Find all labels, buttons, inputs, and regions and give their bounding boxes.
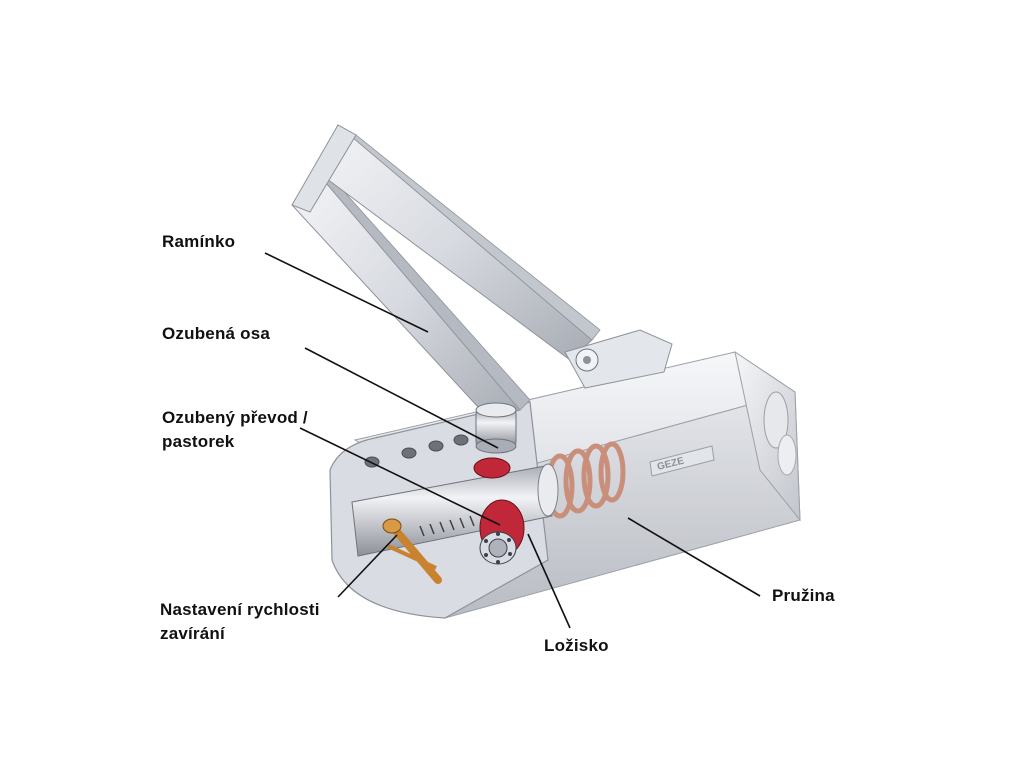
label-pruzina-text: Pružina <box>772 586 835 605</box>
toothed-shaft <box>475 402 517 454</box>
label-pruzina: Pružina <box>772 584 835 608</box>
label-lozisko: Ložisko <box>544 634 609 658</box>
label-ramin: Ramínko <box>162 230 235 254</box>
speed-adjustment-valve <box>382 518 442 584</box>
brand-plate: GEZE <box>649 445 715 477</box>
label-nastaveni-rychlosti-line2: zavírání <box>160 624 225 643</box>
label-ozubeny-prevod-line2: pastorek <box>162 432 235 451</box>
label-lozisko-text: Ložisko <box>544 636 609 655</box>
label-ozubeny-prevod: Ozubený převod / pastorek <box>162 406 308 454</box>
arm-assembly <box>291 124 673 454</box>
label-ozubeny-prevod-line1: Ozubený převod / <box>162 408 308 427</box>
rack-teeth <box>419 515 475 537</box>
label-nastaveni-rychlosti-line1: Nastavení rychlosti <box>160 600 320 619</box>
leader-lines <box>264 252 761 629</box>
leader-prevod <box>299 427 501 526</box>
leader-ramin <box>264 252 429 333</box>
label-ramin-text: Ramínko <box>162 232 236 251</box>
internal-mechanism <box>351 441 626 584</box>
label-nastaveni-rychlosti: Nastavení rychlosti zavírání <box>160 598 320 646</box>
spring-retainer <box>537 463 559 517</box>
label-ozubena-osa-text: Ozubená osa <box>162 324 271 343</box>
leader-pruzina <box>627 517 761 597</box>
leader-lozisko <box>527 533 571 629</box>
label-ozubena-osa: Ozubená osa <box>162 322 270 346</box>
leader-osa <box>304 347 499 449</box>
leader-rychlost <box>337 534 398 598</box>
pinion-gear <box>473 457 525 565</box>
mounting-bracket <box>564 329 673 389</box>
